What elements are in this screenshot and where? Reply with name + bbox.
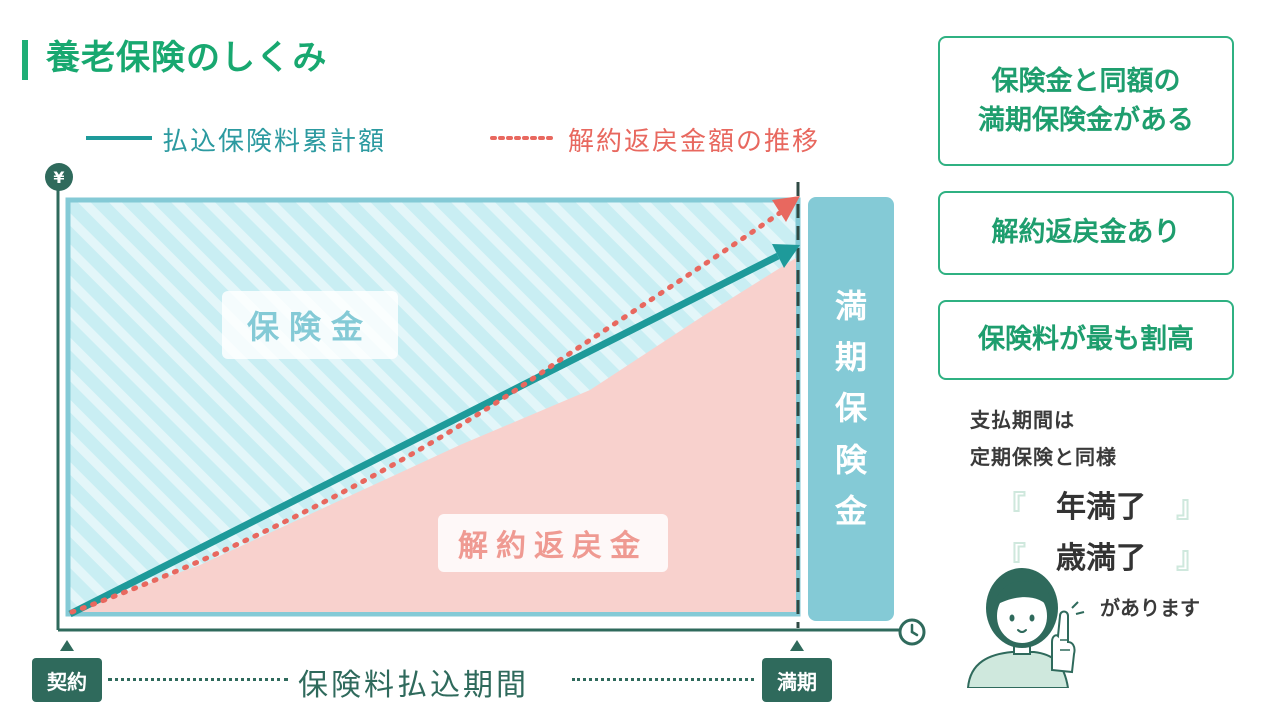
cumulative-premium-line <box>68 252 780 618</box>
note-line: があります <box>1100 596 1200 620</box>
period-dotted-line <box>572 678 754 681</box>
term-option-text: 歳満了 <box>1056 541 1146 576</box>
term-option-text: 年満了 <box>1056 490 1146 525</box>
yen-icon: ¥ <box>45 163 73 191</box>
close-quote: 』 <box>1176 541 1206 576</box>
title-accent-bar <box>22 40 28 80</box>
open-quote: 『 <box>996 490 1026 525</box>
point-box-surrender-value: 解約返戻金あり <box>938 191 1234 275</box>
maturity-bar-char: 満 <box>834 287 867 326</box>
term-option-year: 『 年満了 』 <box>996 482 1206 526</box>
maturity-bar-char: 保 <box>834 389 867 428</box>
legend-solid-line-icon <box>86 136 152 140</box>
close-quote: 』 <box>1176 490 1206 525</box>
period-dotted-line <box>108 678 288 681</box>
maturity-benefit-bar: 満 期 保 険 金 <box>808 197 894 621</box>
maturity-marker-icon <box>790 640 804 651</box>
point-box-maturity-benefit: 保険金と同額の 満期保険金がある <box>938 36 1234 166</box>
cumulative-premium-arrowhead <box>772 244 800 268</box>
note-line: 定期保険と同様 <box>970 445 1117 469</box>
clock-icon <box>898 618 926 646</box>
insurance-area-label: 保険金 <box>222 291 398 359</box>
premium-period-label: 保険料払込期間 <box>298 668 529 703</box>
point-box-line: 満期保険金がある <box>978 105 1194 136</box>
legend-surrender-value: 解約返戻金額の推移 <box>568 127 821 157</box>
contract-tag: 契約 <box>32 658 102 702</box>
maturity-bar-char: 金 <box>834 491 867 530</box>
maturity-bar-char: 期 <box>834 338 867 377</box>
policy-diagram <box>56 182 902 632</box>
surrender-value-arrowhead <box>772 196 800 222</box>
page-title: 養老保険のしくみ <box>46 38 328 78</box>
maturity-bar-char: 険 <box>834 440 867 479</box>
legend-cumulative-premium: 払込保険料累計額 <box>162 127 387 157</box>
maturity-tag: 満期 <box>762 658 832 702</box>
point-box-premium: 保険料が最も割高 <box>938 300 1234 380</box>
surrender-area-label: 解約返戻金 <box>438 514 668 572</box>
note-line: 支払期間は <box>970 408 1075 432</box>
point-box-line: 保険金と同額の <box>991 65 1181 97</box>
person-pointing-icon <box>966 568 1085 688</box>
surrender-value-line <box>69 207 787 615</box>
legend-dotted-line-icon <box>490 136 556 140</box>
contract-marker-icon <box>60 640 74 651</box>
